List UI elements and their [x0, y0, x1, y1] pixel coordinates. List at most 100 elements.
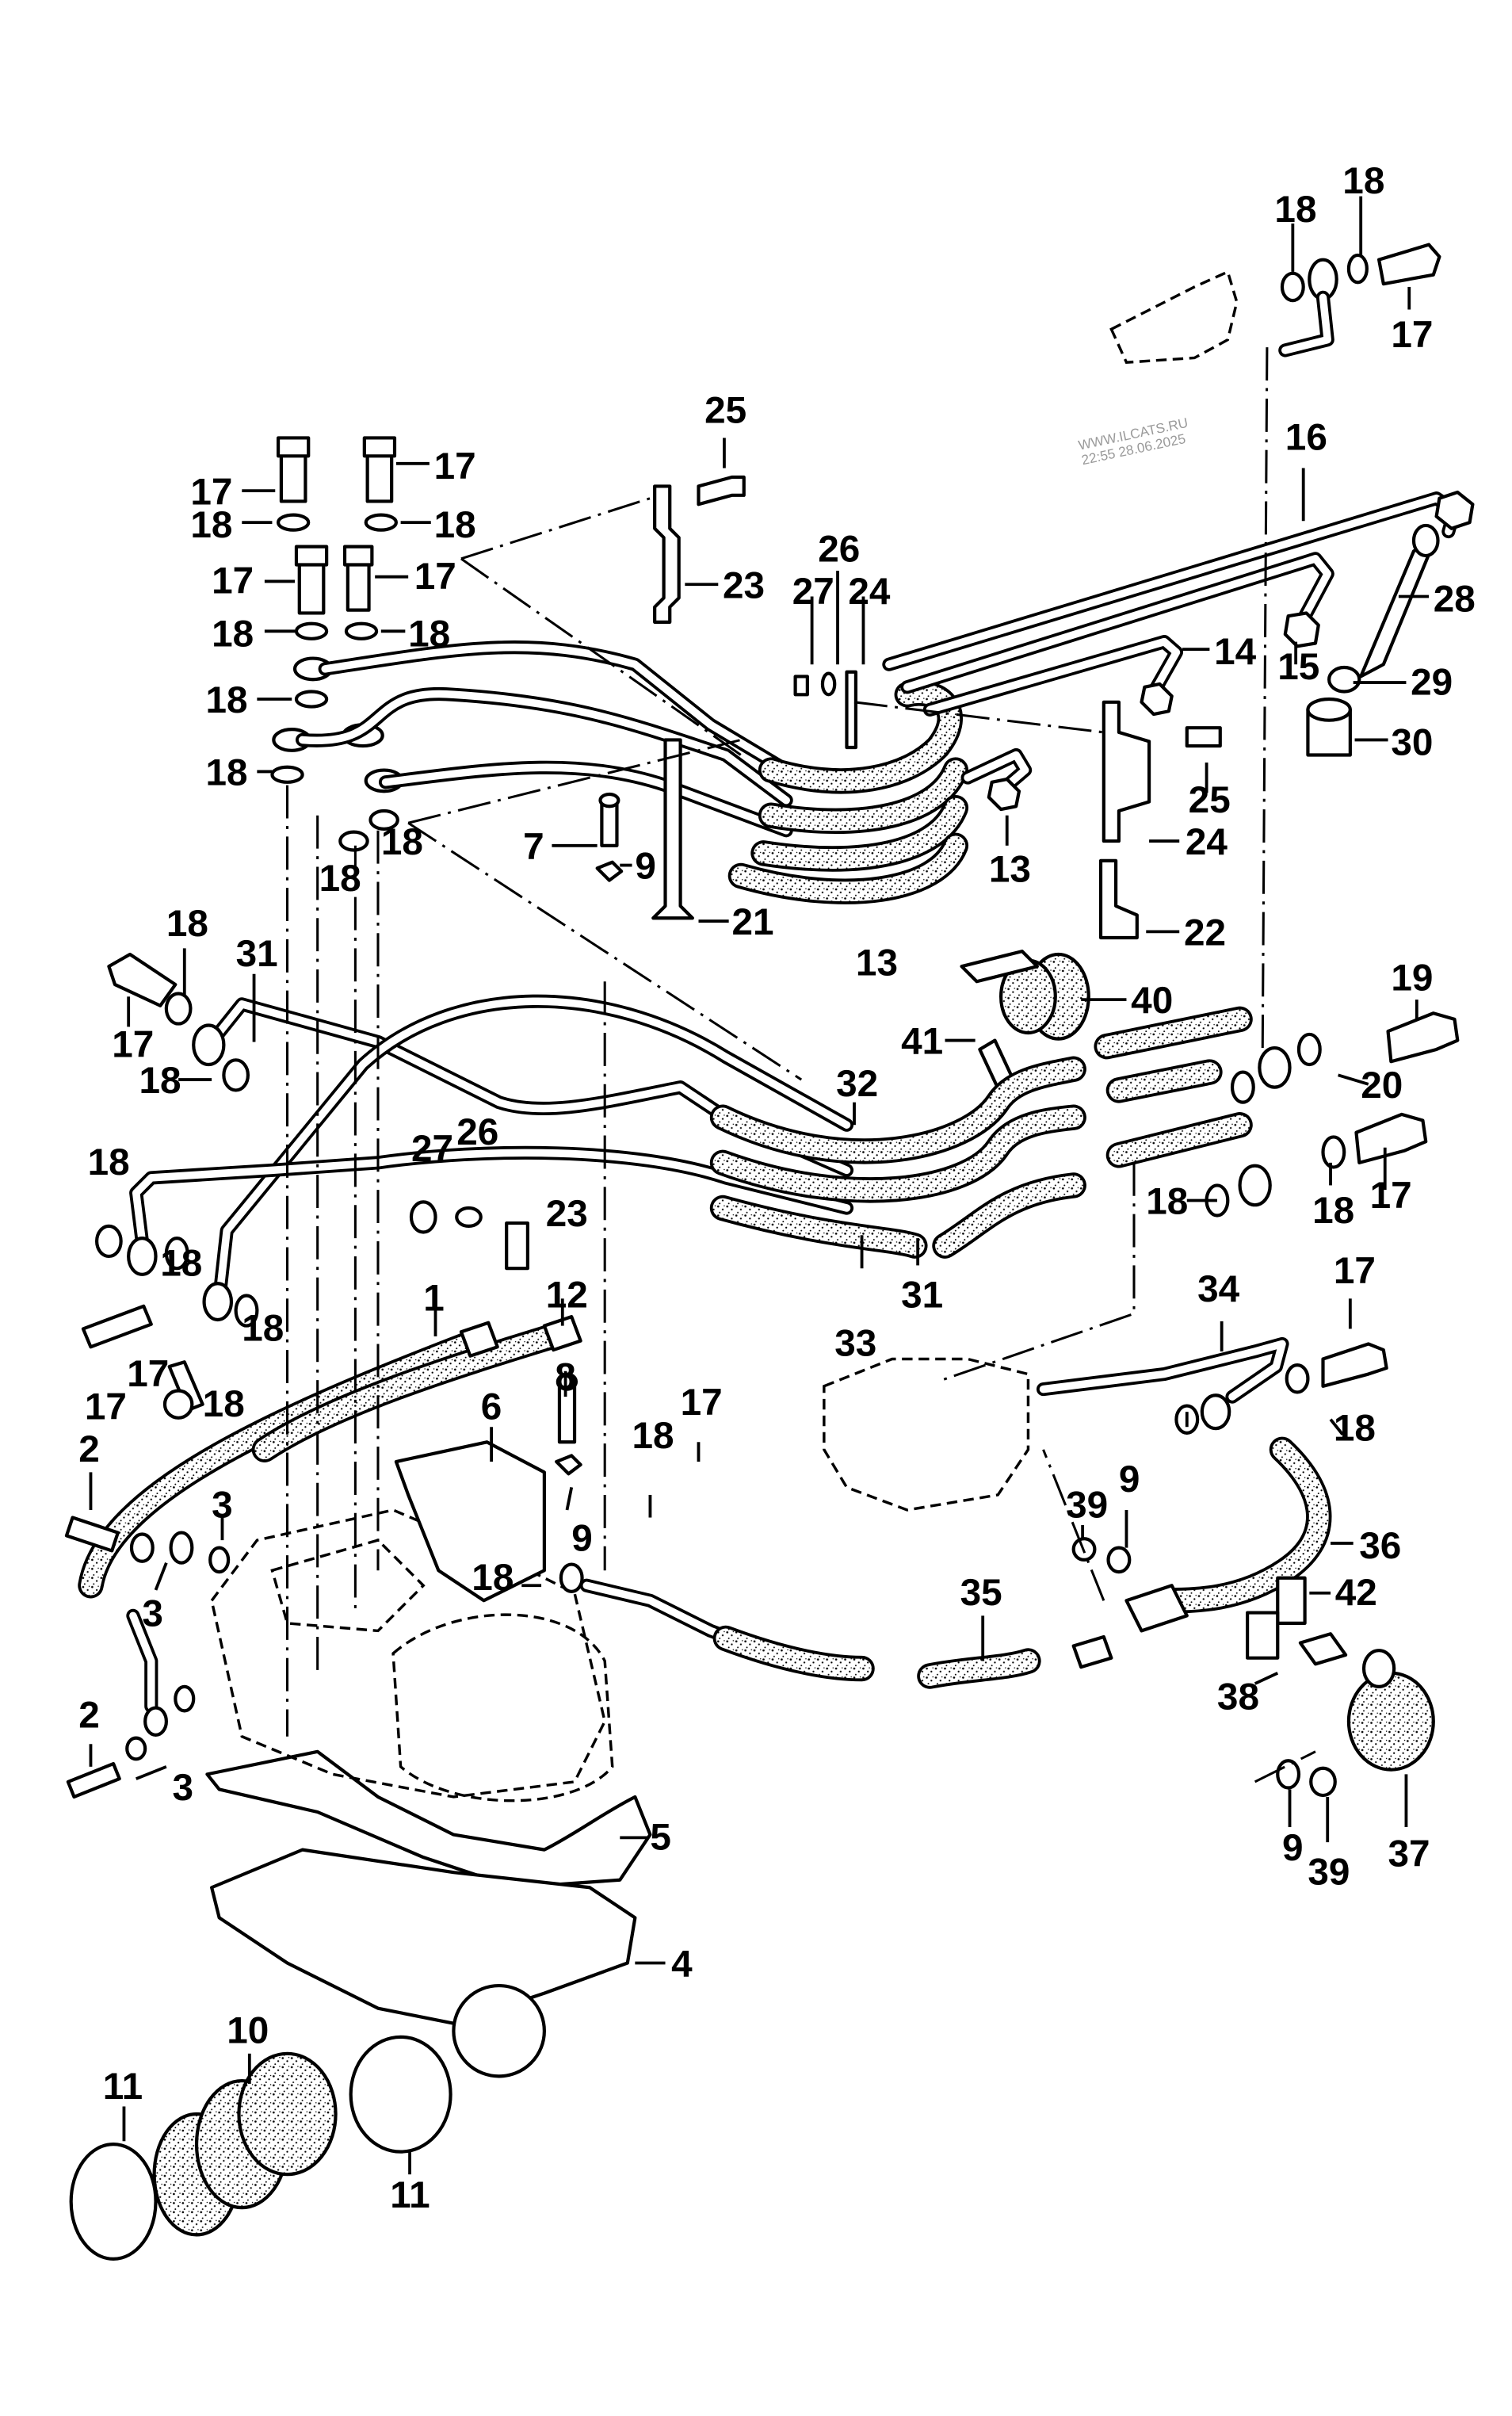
engine-block-ghost: [210, 1508, 614, 1802]
callout-18: 18: [190, 504, 232, 546]
callout-34: 34: [1197, 1268, 1240, 1310]
callout-18: 18: [1342, 160, 1384, 202]
assembly-lines: [285, 347, 1316, 1783]
callout-8: 8: [555, 1356, 576, 1398]
lines-35-36: [559, 1436, 1332, 1689]
callout-31: 31: [901, 1275, 943, 1317]
callout-9: 9: [635, 846, 656, 888]
callout-30: 30: [1391, 722, 1433, 764]
banjo-bolts-top-left: [270, 436, 404, 852]
callout-18: 18: [319, 858, 361, 900]
callout-18: 18: [1146, 1181, 1188, 1223]
callout-13: 13: [989, 849, 1031, 891]
left-bolts-washers: [81, 952, 529, 1420]
gasket-and-sump: [205, 1749, 652, 2078]
fitting-28-29-30: [1306, 523, 1440, 757]
callout-17: 17: [85, 1386, 127, 1428]
callout-3: 3: [142, 1593, 163, 1635]
callout-17: 17: [1391, 314, 1433, 356]
callout-9: 9: [1282, 1827, 1304, 1869]
callout-18: 18: [212, 613, 254, 655]
callout-18: 18: [408, 613, 450, 655]
callout-6: 6: [481, 1386, 502, 1428]
callout-18: 18: [1334, 1407, 1376, 1449]
callout-25: 25: [704, 389, 746, 431]
heat-shield-6: [394, 1372, 582, 1603]
callout-15: 15: [1277, 646, 1319, 688]
callout-18: 18: [205, 679, 247, 721]
top-right-banjo-assembly: [1109, 243, 1441, 364]
callout-18: 18: [166, 903, 208, 945]
callout-18: 18: [472, 1557, 514, 1599]
callout-labels: 18 18 17 16 28 29 30 15 14 25 23 26 27 2…: [78, 160, 1476, 2216]
callout-17: 17: [681, 1382, 723, 1424]
callout-14: 14: [1214, 631, 1257, 673]
callout-27: 27: [792, 571, 834, 613]
callout-17: 17: [1334, 1250, 1376, 1292]
callout-18: 18: [1312, 1190, 1354, 1232]
callout-40: 40: [1131, 980, 1173, 1022]
callout-18: 18: [139, 1060, 181, 1102]
bracket-42-clamp-37: [1246, 1576, 1435, 1798]
callout-29: 29: [1411, 661, 1453, 703]
callout-17: 17: [190, 471, 232, 513]
callout-17: 17: [414, 556, 456, 598]
callout-18: 18: [88, 1141, 130, 1183]
callout-24: 24: [1186, 821, 1228, 863]
callout-27: 27: [411, 1128, 453, 1170]
callout-26: 26: [818, 529, 860, 571]
callout-31: 31: [236, 933, 278, 975]
callout-9: 9: [571, 1517, 593, 1559]
callout-39: 39: [1066, 1485, 1108, 1527]
callout-3: 3: [173, 1767, 194, 1809]
right-banjo-fittings: [1205, 1011, 1460, 1218]
callout-5: 5: [650, 1817, 671, 1859]
callout-17: 17: [112, 1024, 154, 1066]
callout-1: 1: [423, 1278, 445, 1320]
pump-ghost: [823, 1336, 1388, 1512]
callout-17: 17: [127, 1353, 169, 1395]
callout-7: 7: [523, 826, 544, 868]
callout-21: 21: [731, 901, 773, 943]
brackets: [595, 475, 1222, 940]
callout-17: 17: [1370, 1175, 1412, 1217]
callout-33: 33: [834, 1323, 876, 1365]
callout-22: 22: [1184, 912, 1226, 954]
callout-35: 35: [960, 1572, 1002, 1614]
callout-18: 18: [203, 1383, 245, 1425]
callout-20: 20: [1361, 1065, 1403, 1107]
watermark: WWW.ILCATS.RU 22:55 28.06.2025: [1077, 415, 1189, 468]
middle-oil-lines: [127, 994, 1253, 1328]
callout-26: 26: [456, 1111, 498, 1153]
callout-18: 18: [1274, 189, 1316, 231]
oil-lines-bundle: [296, 490, 1475, 904]
callout-24: 24: [848, 571, 891, 613]
callout-16: 16: [1285, 417, 1327, 459]
callout-2: 2: [78, 1694, 100, 1736]
hoses-1-12: [64, 1315, 582, 1799]
callout-3: 3: [212, 1485, 233, 1527]
callout-11: 11: [390, 2174, 430, 2216]
callout-42: 42: [1335, 1572, 1377, 1614]
callout-10: 10: [227, 2009, 269, 2051]
callout-36: 36: [1359, 1525, 1401, 1567]
callout-41: 41: [901, 1021, 943, 1063]
callout-39: 39: [1308, 1851, 1350, 1893]
callout-18: 18: [381, 821, 423, 863]
callout-18: 18: [632, 1415, 674, 1457]
callout-11: 11: [103, 2066, 143, 2108]
callout-12: 12: [546, 1275, 588, 1317]
callout-37: 37: [1388, 1833, 1430, 1875]
callout-4: 4: [671, 1944, 693, 1986]
callout-13: 13: [856, 942, 898, 984]
callout-25: 25: [1189, 779, 1231, 821]
callout-18: 18: [160, 1243, 202, 1285]
bellow-and-clamps: [69, 2035, 452, 2261]
callout-18: 18: [434, 504, 476, 546]
callout-19: 19: [1391, 958, 1433, 1000]
callout-2: 2: [78, 1428, 100, 1470]
callout-17: 17: [434, 445, 476, 487]
callout-38: 38: [1217, 1676, 1259, 1718]
callout-32: 32: [836, 1063, 878, 1105]
